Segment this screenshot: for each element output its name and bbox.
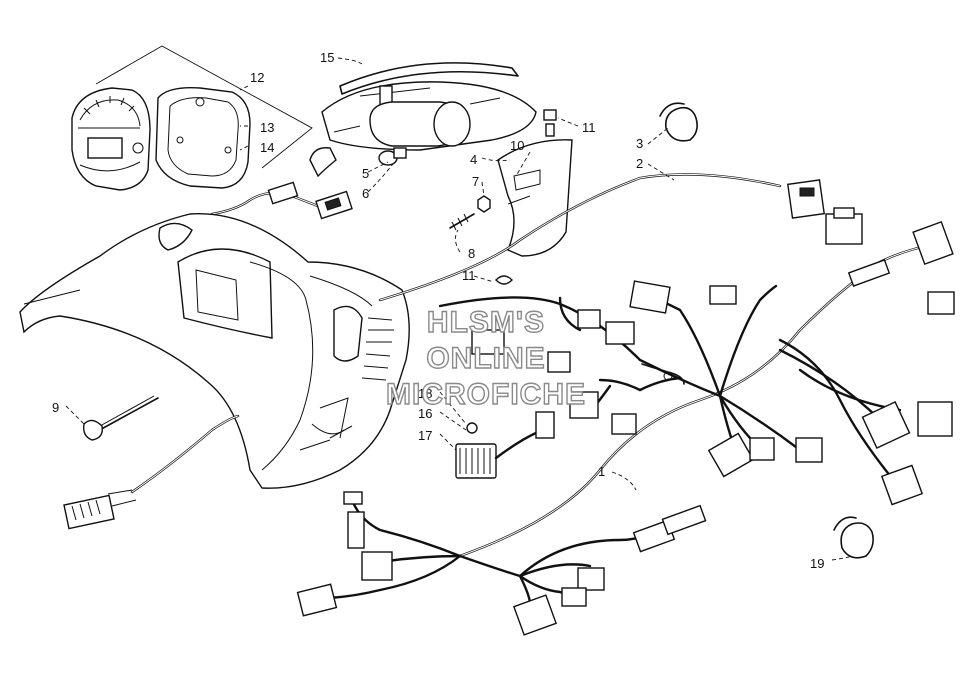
cluster-housing: [155, 87, 251, 189]
watermark: HLSM'S ONLINE MICROFICHE: [385, 305, 586, 411]
harness-connectors: [296, 179, 955, 636]
watermark-line-2: ONLINE: [426, 342, 545, 375]
clamp-ring-19: [833, 516, 874, 559]
callout-6: 6: [362, 186, 369, 201]
upper-cover: [321, 81, 537, 151]
voltage-regulator: [455, 411, 555, 479]
callout-11-upper: 11: [582, 120, 596, 135]
callout-5: 5: [362, 166, 369, 181]
side-panel: [497, 139, 573, 257]
front-fairing: [19, 213, 410, 489]
clamp-ring: [659, 102, 698, 142]
main-wire-harness: [328, 173, 928, 606]
callout-7: 7: [472, 174, 479, 189]
callout-16: 16: [418, 406, 432, 421]
callout-11-lower: 11: [462, 268, 476, 283]
callout-12: 12: [250, 70, 264, 85]
callout-15: 15: [320, 50, 334, 65]
callout-10: 10: [510, 138, 524, 153]
hood-strip: [339, 62, 519, 95]
cluster-connector: [210, 181, 353, 220]
watermark-line-1: HLSM'S: [427, 306, 545, 339]
lower-left-connector: [63, 414, 240, 530]
callout-labels: 15 12 13 14 5 6 4 10 7 8 11 11 3 2 9 18 …: [52, 50, 824, 571]
callout-8: 8: [468, 246, 475, 261]
callout-9: 9: [52, 400, 59, 415]
screw: [449, 195, 513, 285]
callout-13: 13: [260, 120, 274, 135]
instrument-cluster: [71, 87, 151, 191]
callout-leaders: [65, 57, 853, 561]
callout-3: 3: [636, 136, 643, 151]
bolt: [82, 395, 159, 441]
callout-2: 2: [636, 156, 643, 171]
callout-4: 4: [470, 152, 477, 167]
callout-1: 1: [598, 464, 605, 479]
callout-19: 19: [810, 556, 824, 571]
watermark-line-3: MICROFICHE: [386, 378, 586, 411]
light-socket: [309, 147, 407, 178]
callout-14: 14: [260, 140, 274, 155]
clip: [543, 109, 557, 137]
callout-18: 18: [418, 386, 432, 401]
callout-17: 17: [418, 428, 432, 443]
